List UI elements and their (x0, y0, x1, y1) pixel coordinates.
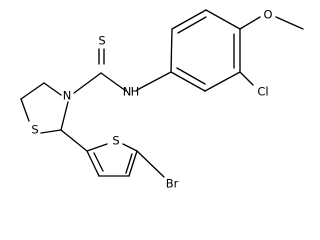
bond-thiophene-c2-s (86, 143, 108, 152)
bond-sring-c2 (40, 129, 62, 134)
atom-nh-amide: N (123, 85, 132, 99)
molecule-drawing: S N N H S S Br Cl O (20, 8, 304, 191)
atom-br: Br (166, 177, 179, 191)
bond-thiocarbonyl-nring (73, 72, 102, 94)
bond-aryl-c2-c3-inner (177, 16, 207, 34)
atom-o-methoxy: O (263, 8, 272, 22)
bond-aryl-c6-c1 (170, 71, 206, 92)
bond-thiophene-c3-c2-inner (93, 152, 104, 172)
bond-aryl-c6-c1-inner (176, 67, 206, 85)
bond-aryl-cl (239, 71, 254, 86)
atom-cl: Cl (257, 85, 268, 99)
bond-thiophene-c3-c2 (86, 150, 100, 177)
atom-s-thiophene: S (112, 134, 119, 148)
bond-c5-br (136, 150, 165, 178)
chemical-structure: S N N H S S Br Cl O (20, 7, 304, 191)
bond-nring-ch2 (43, 82, 62, 96)
atom-s-thioxo: S (98, 34, 105, 48)
bond-ch2-ch2 (20, 82, 45, 100)
bond-nh-aryl (136, 71, 172, 91)
bond-c2-nring (60, 101, 69, 131)
bond-thiocarbonyl-nh (100, 72, 127, 92)
bond-thiophene-c5-c4-inner (125, 153, 133, 174)
bond-aryl-c1-c2 (170, 28, 173, 73)
bond-aryl-c3-c4 (205, 9, 241, 30)
bond-o-methyl (275, 16, 304, 30)
bond-aryl-c2-c3 (171, 9, 207, 30)
bond-thiophene-s-c5 (122, 143, 138, 152)
bond-aryl-o (239, 16, 261, 30)
bond-thiophene-c5-c4 (128, 150, 138, 177)
atom-h-amide: H (131, 85, 140, 99)
bond-c2-thiophene (60, 129, 88, 152)
atom-n-ring: N (63, 89, 72, 103)
atom-s-thiazolidine: S (31, 123, 38, 137)
bond-ch2-sring (20, 98, 30, 122)
bond-aryl-c5-c6 (204, 71, 241, 92)
